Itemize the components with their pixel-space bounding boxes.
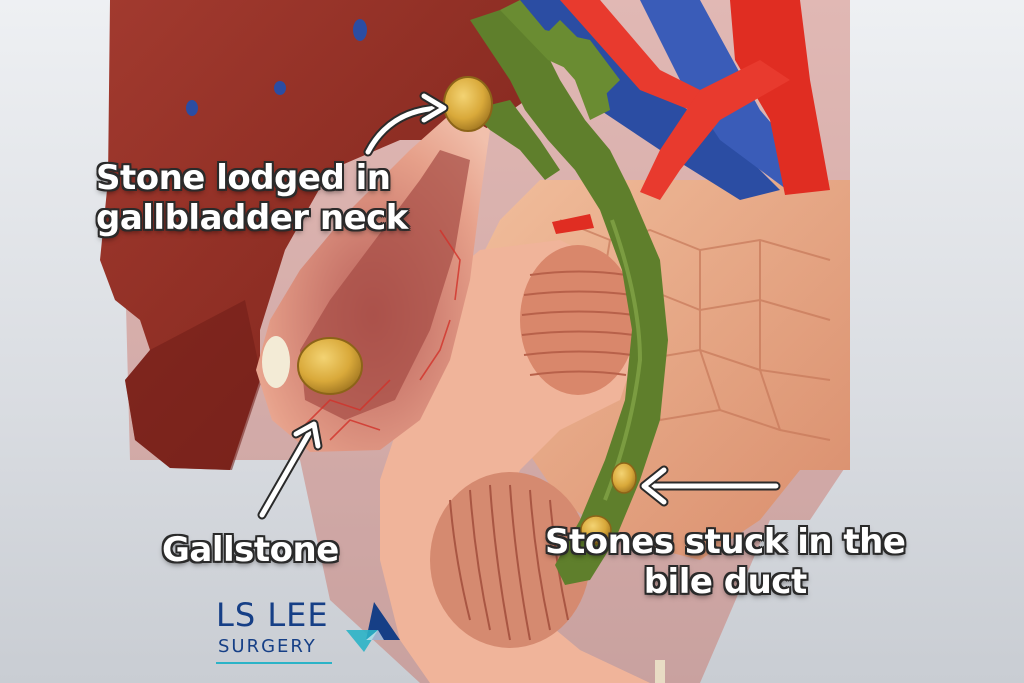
bile-duct-highlight [603, 219, 643, 501]
arrow-to-neck-stone [363, 91, 449, 157]
ls-lee-surgery-logo: LS LEE SURGERY [216, 598, 416, 670]
label-line: bile duct [643, 562, 808, 602]
gallstone-body [297, 337, 363, 395]
label-stones-in-bile-duct: Stones stuck in the bile duct [545, 522, 906, 602]
duodenum-lower-lumen [430, 472, 590, 648]
aorta [730, 0, 830, 195]
liver-vessel-spot [186, 100, 198, 116]
logo-triangle-icon [346, 602, 400, 652]
hepatic-duct-branch [540, 20, 610, 120]
label-gallstone: Gallstone [162, 530, 339, 570]
liver-lower-lobe [125, 300, 262, 470]
artery-stub [552, 214, 594, 234]
gallstone-neck [443, 76, 493, 132]
hepatic-artery [640, 60, 790, 200]
duodenum-lumen [520, 245, 636, 395]
label-line: gallbladder neck [96, 198, 408, 238]
label-stone-in-gallbladder-neck: Stone lodged in gallbladder neck [96, 158, 408, 238]
gallbladder-vessels [299, 229, 461, 441]
liver-vessel-spot [353, 19, 367, 41]
stand-pole [655, 660, 665, 683]
cholesterol-stone [262, 336, 290, 388]
duodenum-lower-folds [449, 484, 569, 641]
label-line: Stones stuck in the [545, 522, 906, 562]
logo-subtitle: SURGERY [218, 636, 317, 657]
cystic-duct [470, 100, 560, 180]
arrow-to-gallstone [257, 419, 323, 520]
artery-branch [560, 0, 700, 110]
logo-underline [216, 662, 332, 664]
duodenum-folds [521, 270, 635, 376]
bile-duct [470, 10, 668, 585]
duct-stone-upper [611, 462, 637, 494]
duct-stone-lower [580, 515, 612, 545]
liver-vessel-spot [274, 81, 286, 95]
logo-name: LS LEE [216, 596, 329, 634]
arrow-to-duct-stones [639, 465, 781, 507]
label-line: Stone lodged in [96, 158, 391, 198]
label-line: Gallstone [162, 530, 339, 570]
